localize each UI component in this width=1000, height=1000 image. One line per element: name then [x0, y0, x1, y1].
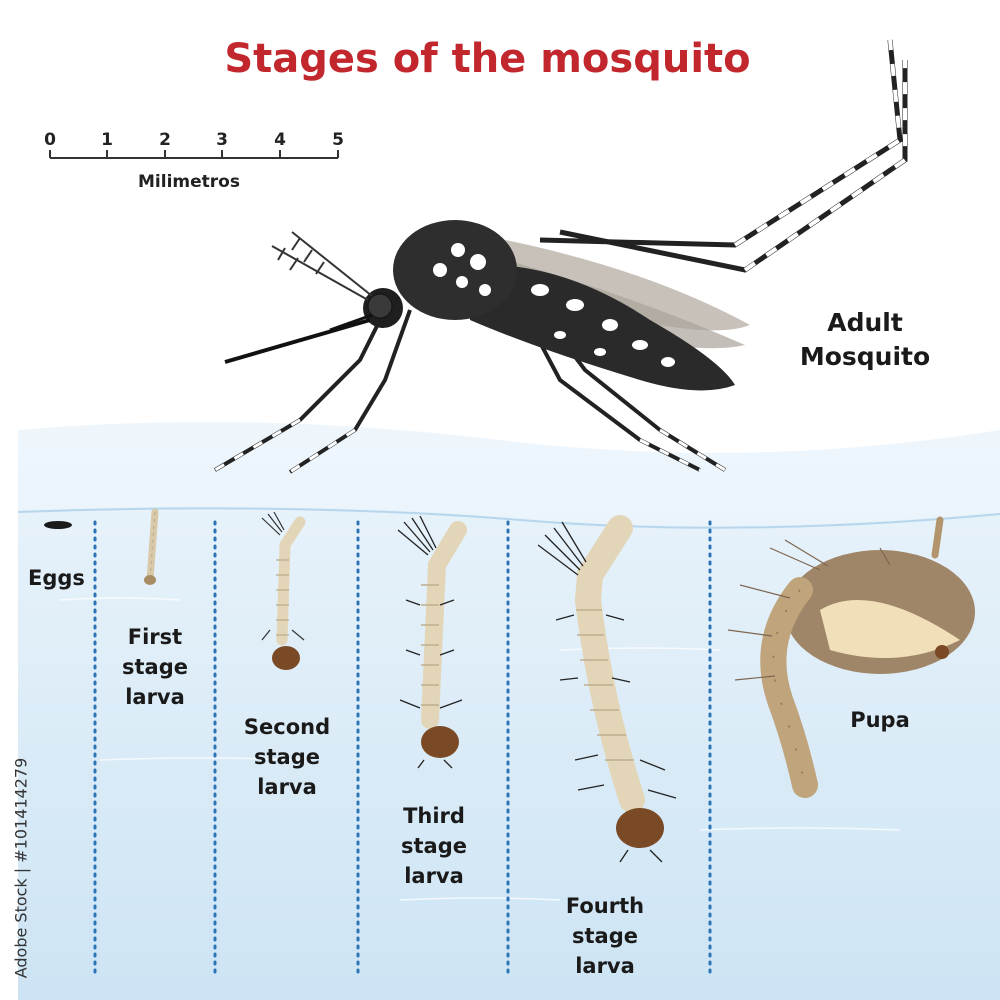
label-pupa: Pupa — [850, 708, 910, 732]
scale-tick-1: 1 — [101, 130, 113, 150]
scale-tick-3: 3 — [216, 130, 228, 150]
scale-tick-5: 5 — [332, 130, 344, 150]
second-stage-larva — [261, 511, 306, 670]
egg — [44, 521, 72, 529]
scale-tick-2: 2 — [159, 130, 171, 150]
first-stage-larva — [144, 508, 159, 585]
adult-mosquito — [213, 39, 908, 474]
scale-tick-0: 0 — [44, 130, 56, 150]
stage-dividers — [93, 520, 712, 977]
third-stage-larva — [397, 515, 467, 769]
fourth-stage-larva — [537, 515, 677, 863]
page-title: Stages of the mosquito — [224, 36, 751, 82]
label-eggs: Eggs — [28, 566, 85, 590]
scale-bar — [49, 150, 339, 159]
scale-unit-label: Milimetros — [138, 172, 240, 192]
scale-tick-4: 4 — [274, 130, 286, 150]
stock-id-watermark: Adobe Stock | #101414279 — [11, 757, 31, 979]
pupa — [727, 516, 975, 798]
